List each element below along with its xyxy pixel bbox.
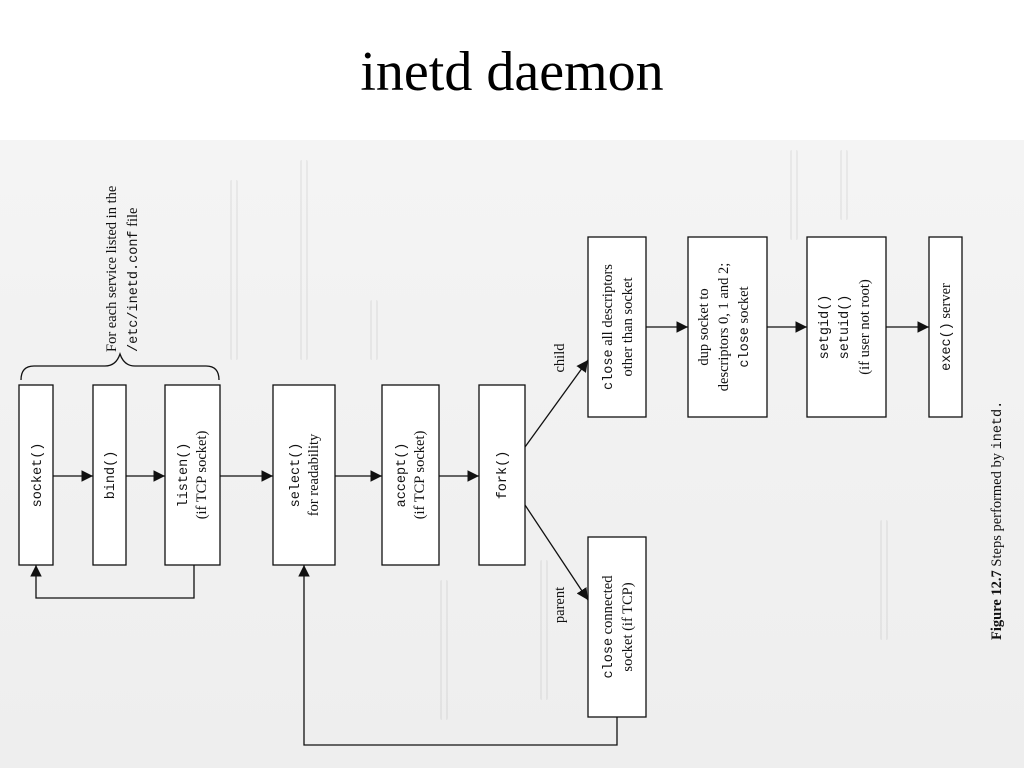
accept-box xyxy=(381,384,440,566)
child-label: child xyxy=(552,343,568,373)
close-child-line1: close all descriptors xyxy=(600,264,617,390)
close-parent-box xyxy=(587,536,647,718)
socket-label: socket() xyxy=(31,443,46,508)
close-parent-line2: socket (if TCP) xyxy=(620,582,636,671)
bind-label: bind() xyxy=(104,451,119,500)
setid-box xyxy=(806,236,887,418)
slide-title: inetd daemon xyxy=(360,41,664,103)
dup-line2: descriptors 0, 1 and 2; xyxy=(716,263,732,391)
annotation-line1: For each service listed in the xyxy=(104,186,120,352)
accept-code: accept() xyxy=(395,443,410,508)
close-child-line2: other than socket xyxy=(620,277,636,376)
arrow-fork-parent xyxy=(524,504,589,601)
dup-line1: dup socket to xyxy=(696,288,712,365)
annotation-line2: /etc/inetd.conf file xyxy=(125,208,142,352)
select-note: for readability xyxy=(306,433,322,516)
figure-caption: Figure 12.7 Steps performed by inetd. xyxy=(989,401,1006,640)
service-bracket xyxy=(20,351,220,381)
loop-arrow-socket xyxy=(30,565,195,599)
dup-line3: close socket xyxy=(736,286,753,367)
exec-label: exec() server xyxy=(938,283,955,371)
close-child-box xyxy=(587,236,647,418)
close-parent-line1: close connected xyxy=(600,575,617,679)
select-box xyxy=(272,384,336,566)
dup-box xyxy=(687,236,768,418)
parent-label: parent xyxy=(552,587,568,623)
fork-label: fork() xyxy=(496,451,511,500)
bind-box xyxy=(92,384,127,566)
loop-arrow-select xyxy=(298,565,618,746)
setid-note: (if user not root) xyxy=(857,279,873,375)
accept-note: (if TCP socket) xyxy=(412,431,428,520)
select-code: select() xyxy=(289,443,304,508)
listen-code: listen() xyxy=(177,443,192,508)
listen-box xyxy=(164,384,221,566)
setuid-code: setuid() xyxy=(838,295,853,360)
setgid-code: setgid() xyxy=(818,295,833,360)
listen-note: (if TCP socket) xyxy=(194,431,210,520)
fork-box xyxy=(478,384,526,566)
arrow-fork-child xyxy=(524,359,589,448)
